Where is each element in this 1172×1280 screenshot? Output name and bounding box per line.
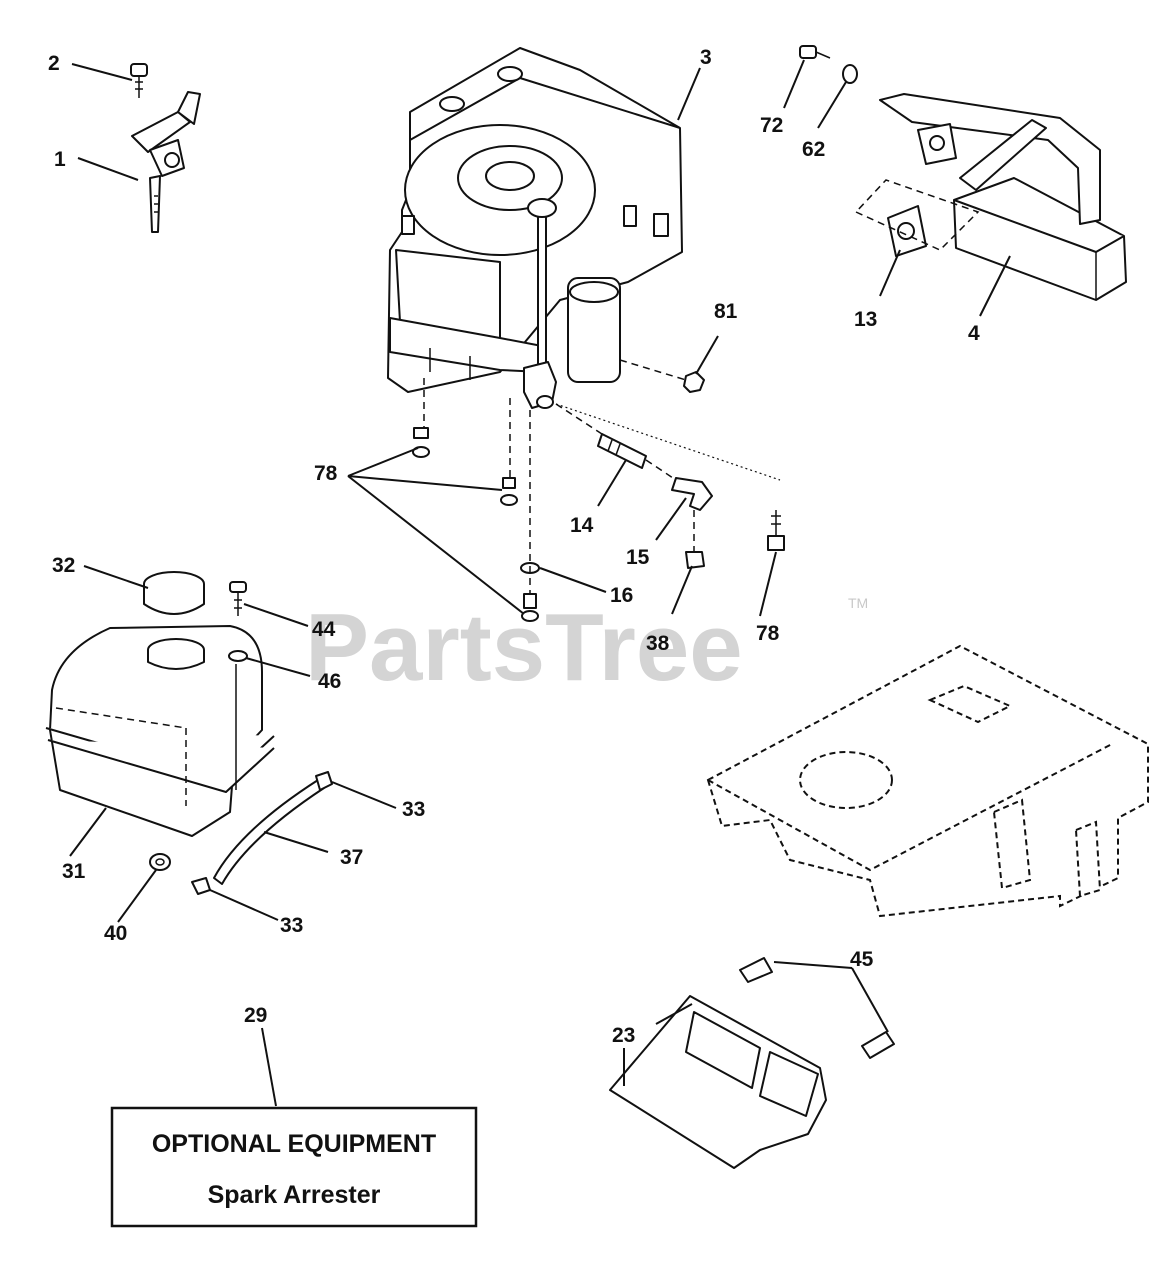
engine-part[interactable] — [387, 47, 683, 409]
spark-arrester-label: Spark Arrester — [208, 1181, 381, 1209]
lock-washer-part[interactable] — [842, 64, 858, 84]
exhaust-bolt-part[interactable] — [799, 45, 831, 59]
callout-20: 33 — [280, 914, 303, 937]
callout-8: 81 — [714, 300, 738, 323]
callout-17: 46 — [318, 670, 341, 693]
watermark-trademark: TM — [848, 595, 868, 611]
callout-19: 37 — [340, 846, 363, 869]
clamp-33-lower-part[interactable] — [191, 877, 211, 895]
frame-dashed — [706, 644, 1149, 918]
muffler-part[interactable] — [879, 93, 1127, 301]
callout-21: 31 — [62, 860, 86, 883]
tank-seam-dashed — [55, 707, 187, 729]
optional-equipment-title: OPTIONAL EQUIPMENT — [152, 1130, 436, 1158]
plate-bolt-upper-part[interactable] — [739, 957, 773, 983]
callout-13: 38 — [646, 632, 670, 655]
fuel-tank-part[interactable] — [45, 625, 275, 837]
callout-22: 40 — [104, 922, 127, 945]
callout-3: 3 — [700, 46, 712, 69]
callout-2: 1 — [54, 148, 66, 171]
callout-23: 45 — [850, 948, 874, 971]
callout-6: 13 — [854, 308, 877, 331]
callout-14: 78 — [756, 622, 780, 645]
callout-9: 78 — [314, 462, 338, 485]
callout-18: 33 — [402, 798, 425, 821]
guide-line — [619, 359, 687, 381]
callout-25: 29 — [244, 1004, 267, 1027]
optional-equipment-box: OPTIONAL EQUIPMENT Spark Arrester — [110, 1106, 478, 1228]
exhaust-gasket-part[interactable] — [887, 205, 927, 257]
callout-16: 44 — [312, 618, 336, 641]
plate-bolt-lower-part[interactable] — [861, 1031, 895, 1059]
bolt-78-right-part[interactable] — [767, 510, 785, 551]
elbow-15-part[interactable] — [671, 477, 713, 511]
tank-washer-part[interactable] — [228, 650, 248, 662]
throttle-control-part[interactable] — [130, 63, 201, 233]
callout-7: 4 — [968, 322, 980, 345]
callout-1: 2 — [48, 52, 60, 75]
cap-38-part[interactable] — [685, 551, 705, 569]
guide-line — [555, 403, 603, 435]
clamp-33-upper-part[interactable] — [315, 771, 333, 791]
callout-12: 16 — [610, 584, 633, 607]
guide-line — [555, 403, 781, 481]
tank-screw-part[interactable] — [229, 581, 247, 616]
callout-24: 23 — [612, 1024, 635, 1047]
fuel-cap-part[interactable] — [143, 571, 205, 615]
watermark-text: PartsTree — [305, 594, 743, 701]
callout-10: 14 — [570, 514, 594, 537]
grommet-40-part[interactable] — [149, 853, 171, 871]
bolts-78-left-part[interactable] — [412, 427, 539, 622]
mounting-plate-part[interactable] — [609, 995, 827, 1169]
guide-line — [645, 459, 677, 481]
callout-11: 15 — [626, 546, 650, 569]
muffler-guide-dashed — [854, 179, 980, 251]
nipple-14-part[interactable] — [597, 433, 647, 469]
nut-81-part[interactable] — [683, 371, 705, 393]
callout-5: 62 — [802, 138, 825, 161]
callout-15: 32 — [52, 554, 75, 577]
callout-4: 72 — [760, 114, 783, 137]
